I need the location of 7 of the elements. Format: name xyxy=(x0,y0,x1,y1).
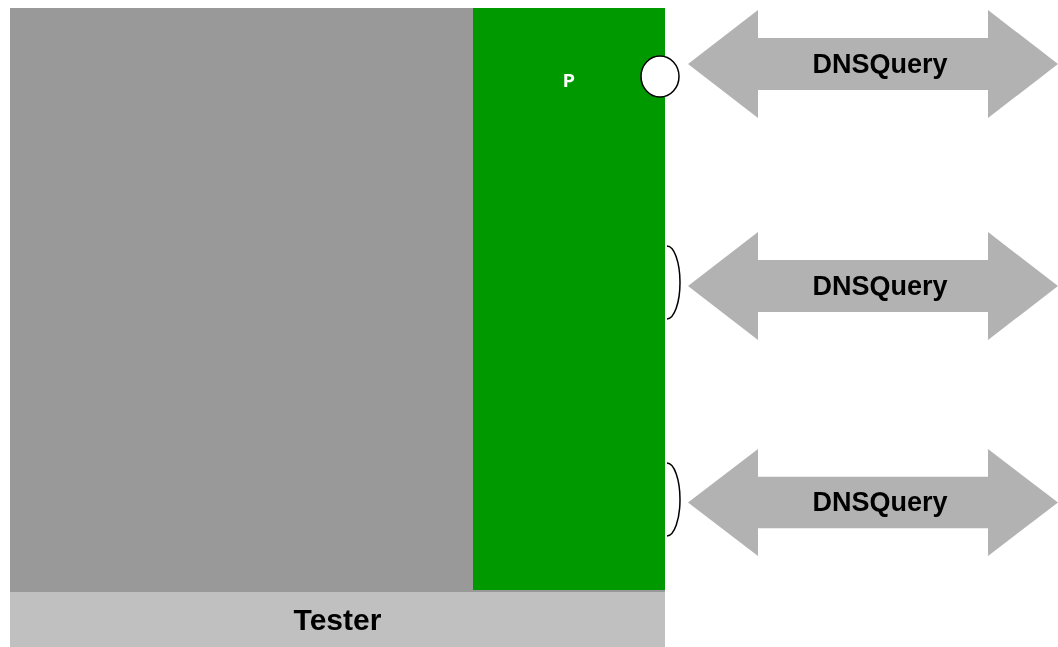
arrow-label: DNSQuery xyxy=(812,487,948,518)
component-label: P xyxy=(563,70,575,93)
tester-label: Tester xyxy=(293,602,382,637)
arrow-label: DNSQuery xyxy=(812,270,948,302)
tester-block xyxy=(10,8,665,647)
component-band xyxy=(473,8,665,590)
arrow-label: DNSQuery xyxy=(812,48,948,80)
